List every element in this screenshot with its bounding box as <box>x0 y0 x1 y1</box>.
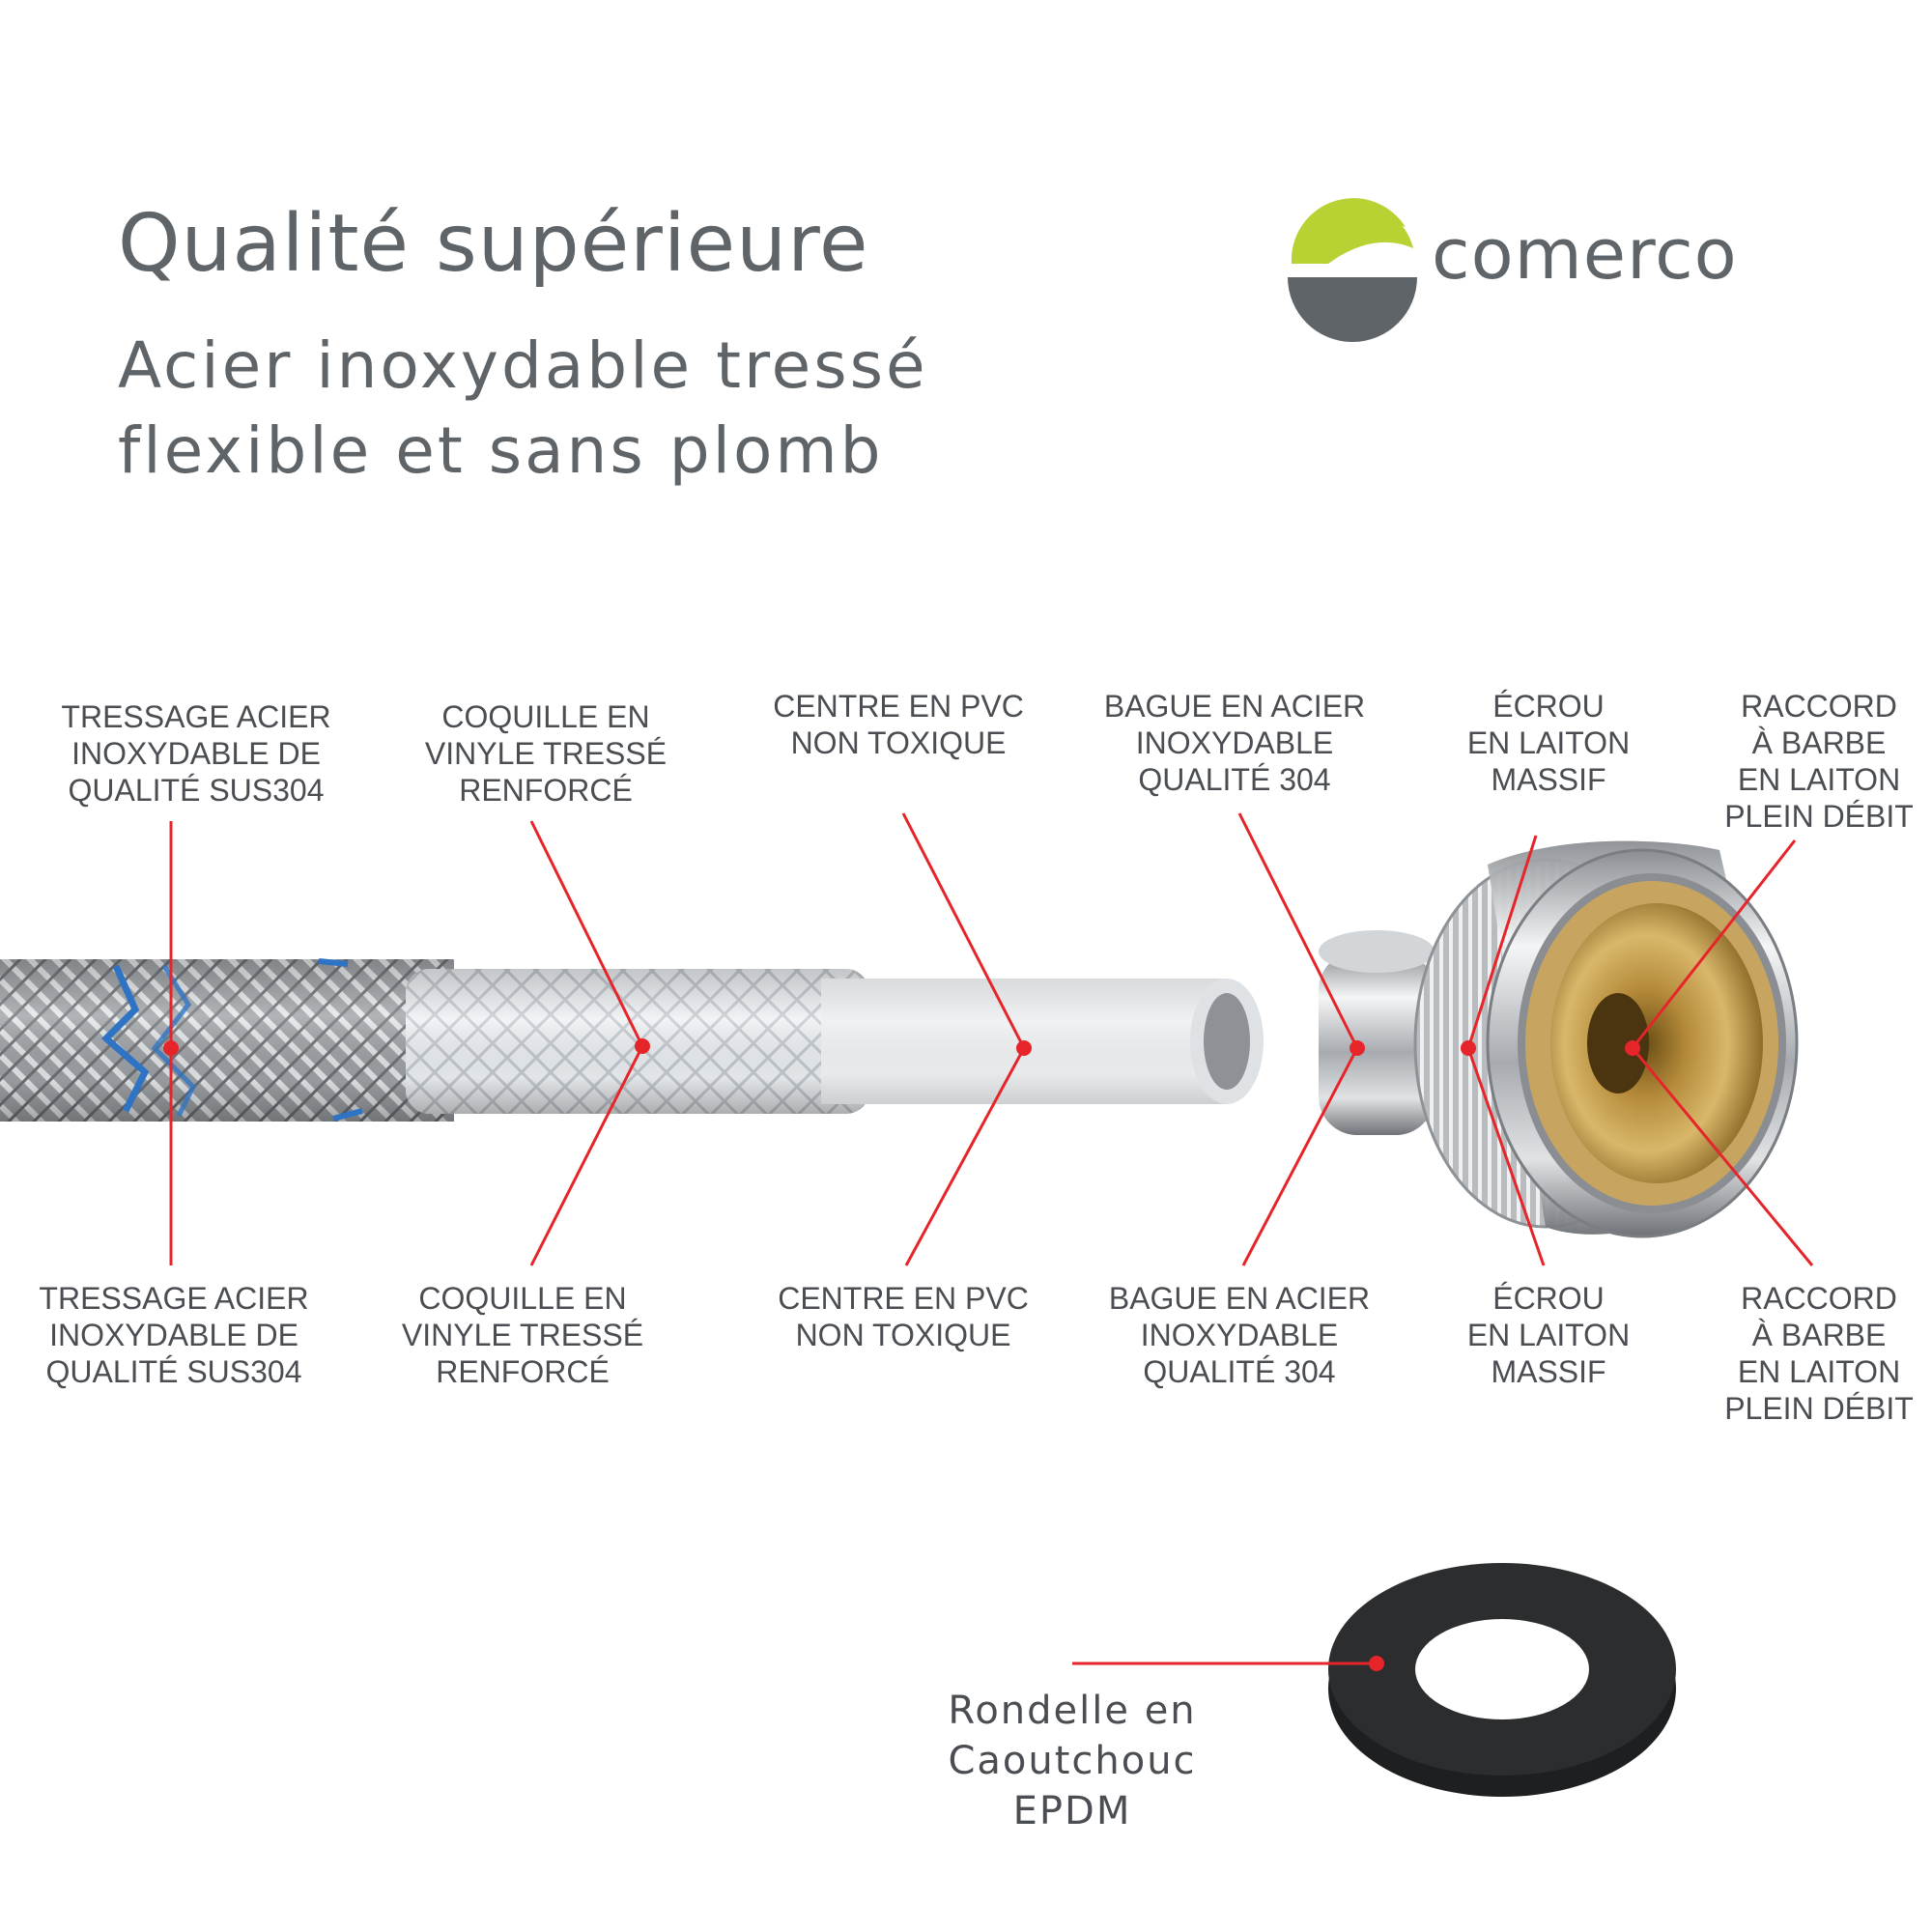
rubber-washer <box>1328 1563 1676 1797</box>
subtitle-line-1: Acier inoxydable tressé <box>118 328 928 403</box>
page-title: Qualité supérieure <box>118 198 869 290</box>
subtitle-line-2: flexible et sans plomb <box>118 413 884 488</box>
core-opening <box>1204 993 1250 1090</box>
steel-ring <box>1319 930 1435 1135</box>
brand-name: comerco <box>1432 213 1738 295</box>
brand-logo: comerco <box>1280 188 1763 343</box>
pvc-core <box>821 979 1264 1104</box>
washer-hole <box>1415 1619 1589 1719</box>
blue-stripe <box>100 964 150 1113</box>
barb-opening <box>1587 993 1649 1094</box>
logo-mark-icon <box>1288 198 1417 342</box>
braided-steel-hose <box>0 958 454 1122</box>
callout-dots <box>163 1038 1640 1671</box>
